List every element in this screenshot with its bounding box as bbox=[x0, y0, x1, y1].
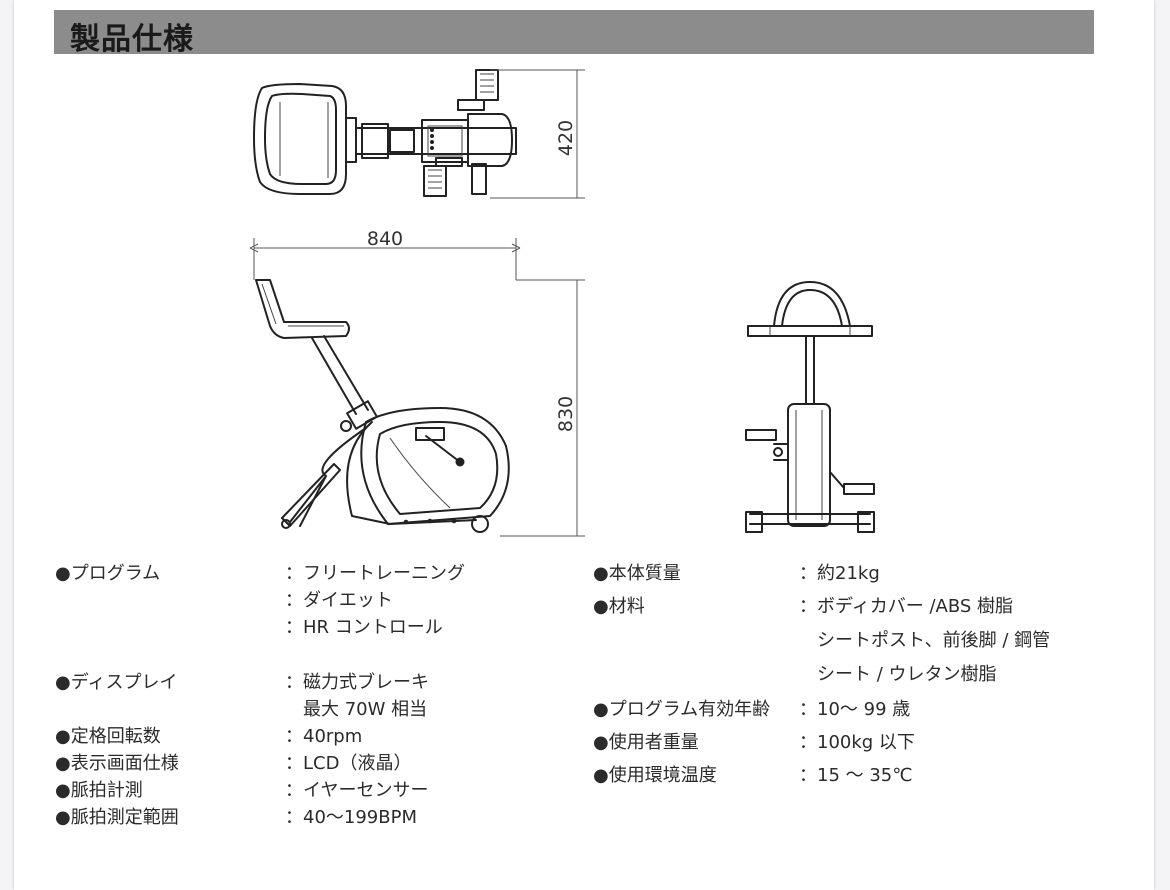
section-header: 製品仕様 bbox=[54, 10, 1094, 57]
spec-value: ：約21kg bbox=[799, 563, 880, 584]
spec-label: ●ディスプレイ bbox=[55, 672, 178, 693]
spec-label: ●プログラム bbox=[55, 563, 161, 584]
spec-label: ●表示画面仕様 bbox=[55, 753, 179, 774]
spec-value: ：ダイエット bbox=[285, 590, 393, 611]
spec-right-column: ●本体質量 ：約21kg ●材料 ：ボディカバー /ABS 樹脂 シートポスト、… bbox=[593, 560, 1093, 800]
spec-value: シートポスト、前後脚 / 鋼管 bbox=[799, 630, 1051, 651]
top-view-drawing: 420 bbox=[253, 69, 585, 199]
spec-label: ●使用者重量 bbox=[593, 732, 699, 753]
side-view-drawing: 840 830 bbox=[249, 228, 585, 537]
spec-label: ●プログラム有効年齢 bbox=[593, 699, 771, 720]
spec-label: ●使用環境温度 bbox=[593, 765, 717, 786]
spec-value: ：15 ～ 35℃ bbox=[799, 765, 913, 786]
spec-label: ●材料 bbox=[593, 596, 645, 617]
spec-value: シート / ウレタン樹脂 bbox=[799, 664, 997, 685]
dimension-width-label: 840 bbox=[367, 228, 403, 250]
front-view-drawing bbox=[745, 281, 875, 533]
spec-value: ：40～199BPM bbox=[285, 807, 417, 828]
spec-value: ：フリートレーニング bbox=[285, 563, 465, 584]
spec-value: ：磁力式ブレーキ bbox=[285, 672, 429, 693]
spec-value: ：40rpm bbox=[285, 726, 363, 747]
spec-value: ：イヤーセンサー bbox=[285, 780, 429, 801]
dimension-depth-label: 420 bbox=[555, 120, 577, 156]
spec-value: ：ボディカバー /ABS 樹脂 bbox=[799, 596, 1014, 617]
spec-label: ●本体質量 bbox=[593, 563, 681, 584]
dimension-height-label: 830 bbox=[555, 396, 577, 432]
spec-value: ：HR コントロール bbox=[285, 617, 443, 638]
spec-sheet: 製品仕様 bbox=[14, 0, 1154, 890]
spec-label: ●脈拍計測 bbox=[55, 780, 143, 801]
spec-label: ●脈拍測定範囲 bbox=[55, 807, 179, 828]
section-title: 製品仕様 bbox=[70, 22, 194, 57]
spec-value: ：10～ 99 歳 bbox=[799, 699, 911, 720]
spec-label: ●定格回転数 bbox=[55, 726, 161, 747]
spec-value: ：LCD（液晶） bbox=[285, 753, 412, 774]
spec-value: 最大 70W 相当 bbox=[285, 699, 428, 720]
spec-value: ：100kg 以下 bbox=[799, 732, 915, 753]
spec-left-column: ●プログラム ：フリートレーニング ：ダイエット ：HR コントロール ●ディス… bbox=[55, 560, 555, 840]
